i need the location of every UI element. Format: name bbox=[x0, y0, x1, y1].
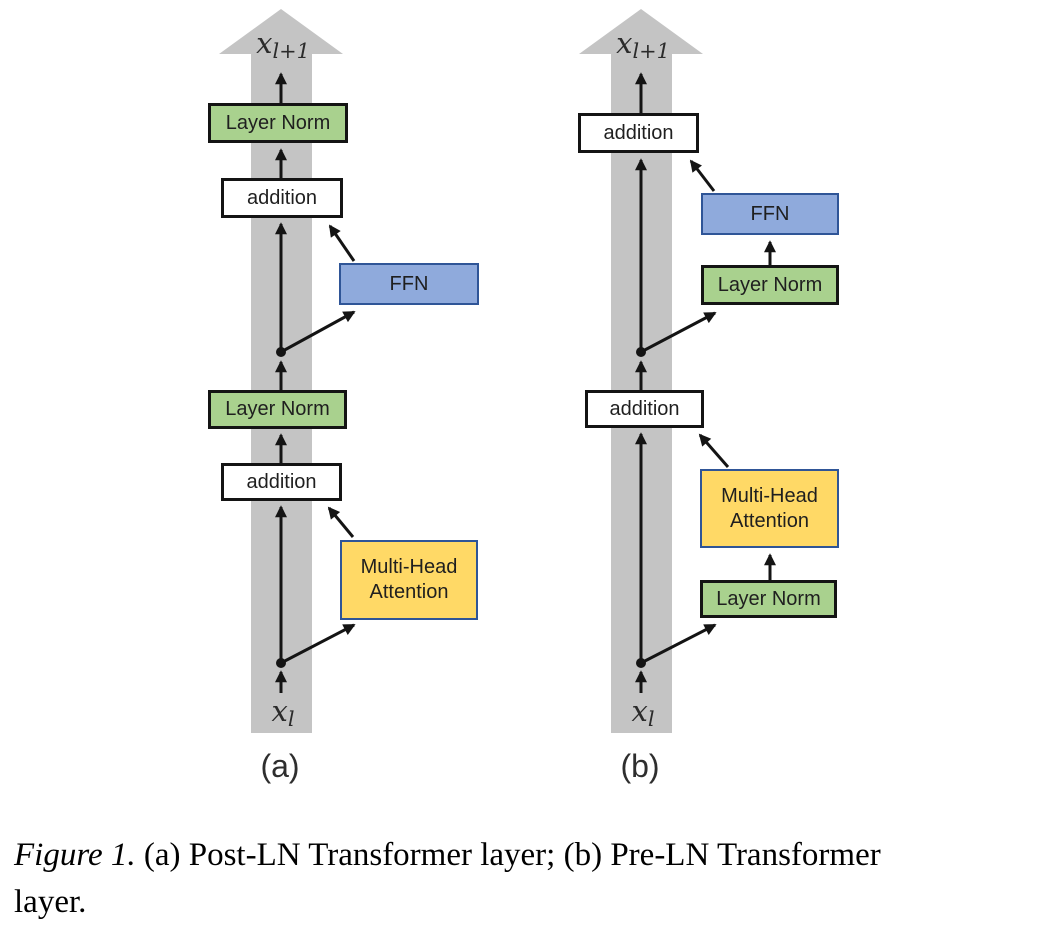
addition-box-a-top: addition bbox=[221, 178, 343, 218]
ffn-box-b: FFN bbox=[701, 193, 839, 235]
ffn-label: FFN bbox=[389, 272, 429, 295]
multi-head-attention-label: Multi-Head Attention bbox=[360, 556, 458, 603]
layer-norm-label: Layer Norm bbox=[225, 111, 331, 134]
addition-box-b-top: addition bbox=[578, 113, 699, 153]
input-label-a: xl bbox=[271, 694, 295, 732]
panel-label-a: (a) bbox=[260, 748, 300, 784]
addition-label: addition bbox=[246, 470, 317, 493]
ffn-label: FFN bbox=[750, 202, 790, 225]
layer-norm-box-b-lower: Layer Norm bbox=[700, 580, 837, 618]
addition-label: addition bbox=[603, 121, 674, 144]
layer-norm-box-a-top: Layer Norm bbox=[208, 103, 348, 143]
flow-arrows-b bbox=[635, 72, 776, 693]
ffn-box-a: FFN bbox=[339, 263, 479, 305]
branch-dots bbox=[276, 347, 646, 668]
multi-head-attention-box-b: Multi-Head Attention bbox=[700, 469, 839, 548]
addition-box-b-mid: addition bbox=[585, 390, 704, 428]
layer-norm-label: Layer Norm bbox=[717, 273, 823, 296]
addition-label: addition bbox=[246, 186, 318, 209]
output-label-a: xl+1 bbox=[256, 26, 310, 64]
layer-norm-box-b-upper: Layer Norm bbox=[701, 265, 839, 305]
figure-caption-text-line2: layer. bbox=[14, 883, 87, 920]
multi-head-attention-box-a: Multi-Head Attention bbox=[340, 540, 478, 620]
figure-caption-text-line1: (a) Post-LN Transformer layer; (b) Pre-L… bbox=[143, 837, 881, 873]
layer-norm-box-a-mid: Layer Norm bbox=[208, 390, 347, 429]
layer-norm-label: Layer Norm bbox=[225, 398, 330, 420]
input-label-b: xl bbox=[631, 694, 655, 732]
addition-box-a-bottom: addition bbox=[221, 463, 342, 501]
flow-arrows-a bbox=[275, 72, 356, 693]
addition-label: addition bbox=[609, 397, 680, 420]
figure-caption: Figure 1. (a) Post-LN Transformer layer;… bbox=[14, 832, 1034, 926]
output-label-b: xl+1 bbox=[616, 26, 670, 64]
figure-caption-number: Figure 1. bbox=[14, 837, 136, 873]
panel-label-b: (b) bbox=[620, 748, 660, 784]
layer-norm-label: Layer Norm bbox=[716, 587, 821, 610]
multi-head-attention-label: Multi-Head Attention bbox=[721, 484, 818, 532]
